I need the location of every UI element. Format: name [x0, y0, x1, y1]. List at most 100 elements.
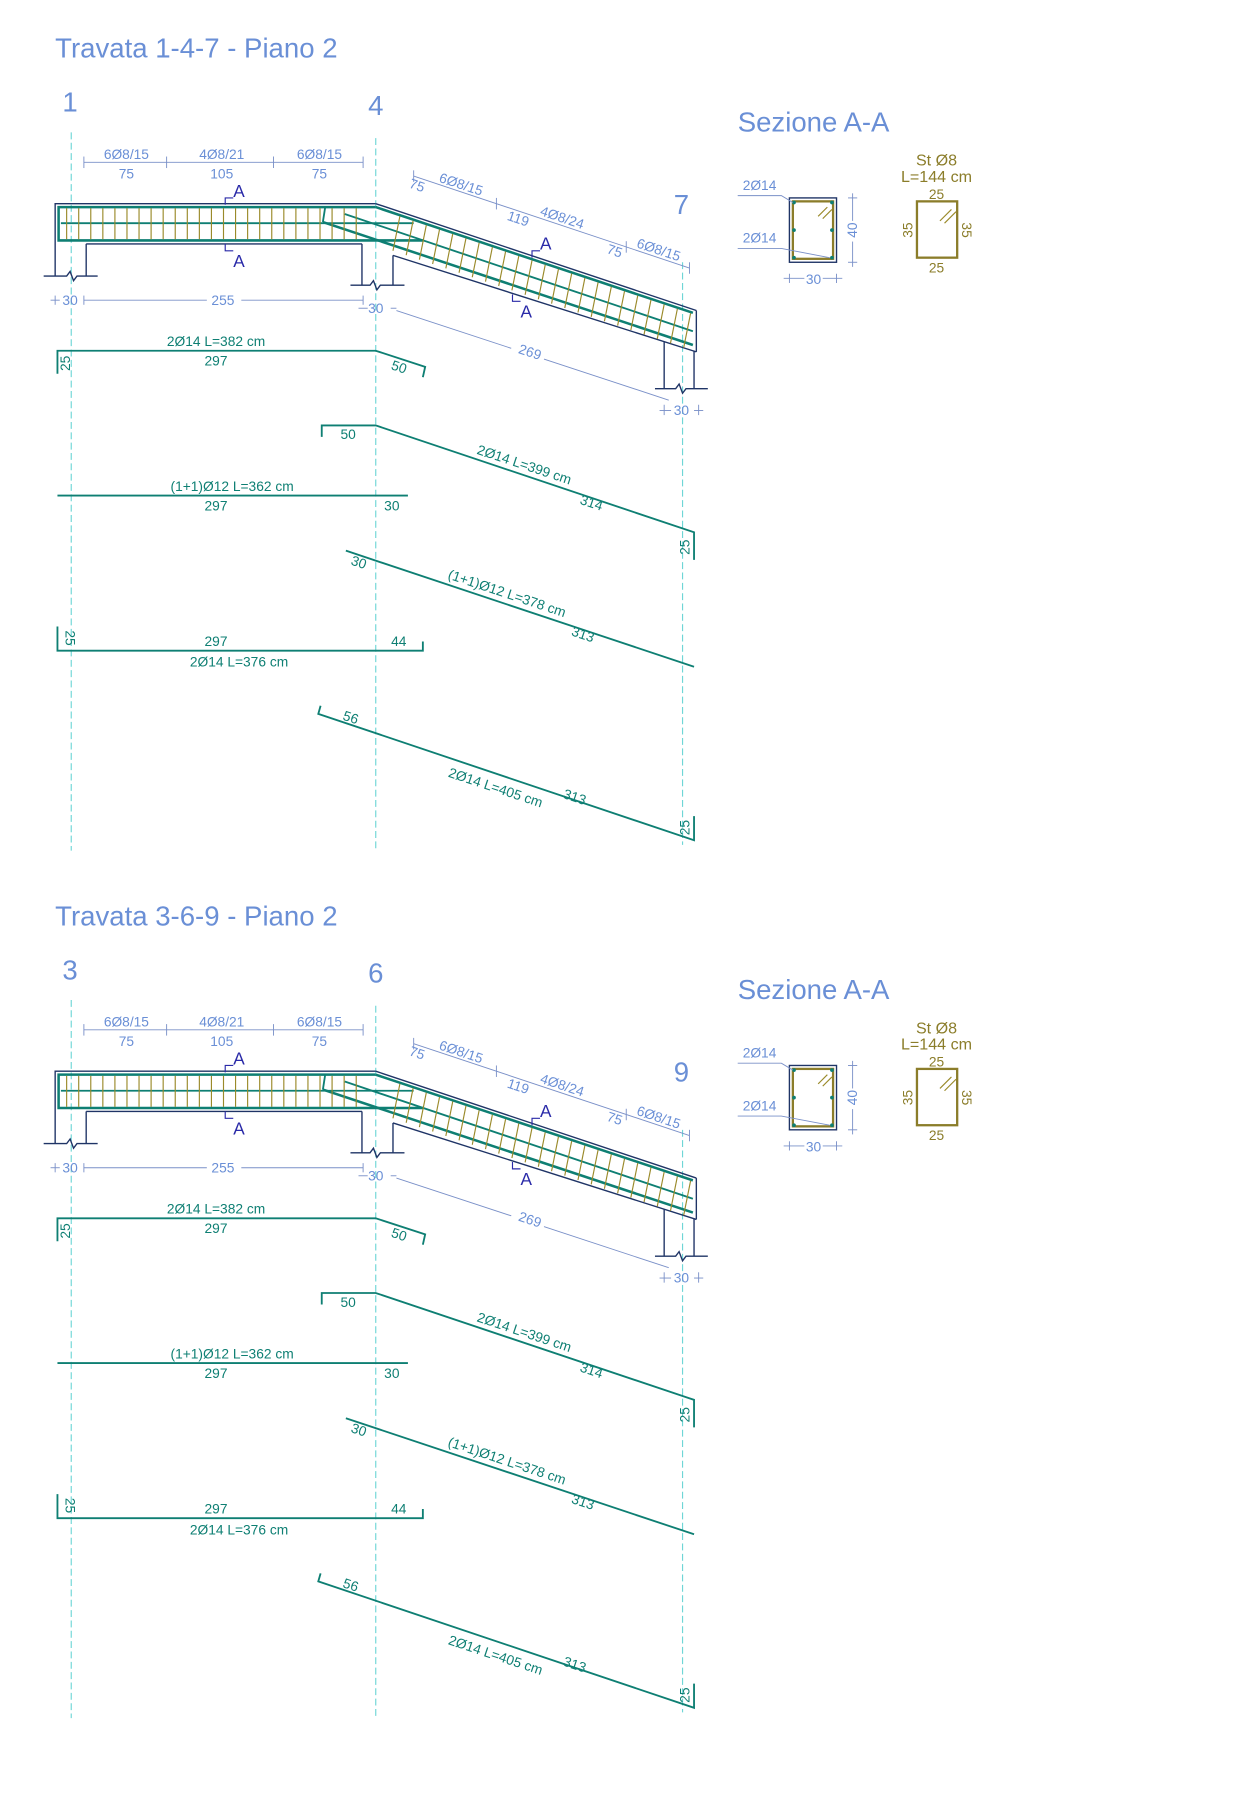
- stirrup: [445, 1101, 454, 1137]
- stirrup-spec: 6Ø8/15: [297, 147, 342, 162]
- stirrup: [669, 308, 678, 344]
- stirrup-spec: 6Ø8/15: [104, 147, 149, 162]
- stirrup-right-dim: 35: [959, 1090, 974, 1106]
- stirrup: [564, 1141, 573, 1176]
- section-cut-mark: [511, 1161, 521, 1170]
- bar-label: 2Ø14 L=399 cm: [475, 1310, 573, 1355]
- stirrup-hook: [939, 209, 952, 222]
- grid-label-b: 6: [368, 958, 383, 989]
- bar-hook-length: 25: [62, 630, 77, 646]
- section-cut-label: A: [233, 1118, 245, 1138]
- stirrup-spec: 6Ø8/15: [437, 170, 485, 199]
- stirrup-length: 75: [407, 1044, 427, 1063]
- dim-gap: [845, 220, 860, 242]
- bar-label: (1+1)Ø12 L=362 cm: [171, 479, 294, 494]
- bar-bot-slope: [317, 1573, 695, 1710]
- rebar-dot: [830, 1068, 834, 1072]
- stirrup-spec: 6Ø8/15: [297, 1014, 342, 1029]
- stirrup: [432, 229, 441, 265]
- column-dim: 30: [368, 301, 384, 316]
- dim-gap: [206, 1159, 242, 1174]
- stirrup: [577, 1145, 586, 1181]
- stirrup: [511, 1123, 520, 1159]
- section-cut-label: A: [233, 1048, 245, 1068]
- bar-head-length: 30: [349, 553, 369, 572]
- bar-length: 297: [205, 1502, 228, 1517]
- stirrup-spec: 6Ø8/15: [437, 1038, 485, 1067]
- stirrup: [603, 286, 612, 322]
- stirrup: [683, 1180, 692, 1216]
- stirrup: [656, 304, 665, 339]
- column-7-break: [654, 1250, 708, 1263]
- section-height: 40: [845, 1090, 860, 1106]
- stirrup-hook: [817, 1074, 828, 1085]
- stirrup: [643, 1167, 652, 1203]
- stirrup-length: 75: [605, 1109, 625, 1128]
- bar-mid-slope: [345, 1417, 695, 1536]
- leader-line: [737, 1062, 794, 1071]
- stirrup-length: 119: [505, 1076, 531, 1097]
- stirrup-length: 75: [119, 166, 135, 181]
- flat-bar-outline: [57, 1073, 423, 1110]
- section-cut-mark: [511, 294, 521, 302]
- stirrup-right-dim: 35: [959, 222, 974, 238]
- bar-length: 297: [205, 354, 228, 369]
- column-4-break: [350, 1146, 405, 1159]
- bar-label: 2Ø14 L=405 cm: [446, 1633, 544, 1678]
- bar-label: 2Ø14 L=405 cm: [446, 765, 544, 810]
- rebar-dot: [830, 255, 834, 260]
- bar-hook-length: 25: [677, 539, 692, 555]
- rebar-dot: [792, 228, 796, 232]
- stirrup: [392, 216, 401, 251]
- rebar-dot: [792, 1123, 796, 1128]
- section-bottom-bars: 2Ø14: [743, 1098, 777, 1113]
- slope-outline-top: [375, 203, 697, 312]
- section-title: Sezione A-A: [738, 974, 890, 1005]
- rebar-dot: [830, 1095, 834, 1100]
- column-1-break: [43, 270, 98, 283]
- stirrup: [484, 1114, 493, 1150]
- bar-bot-flat: [56, 1494, 424, 1520]
- stirrup-length: 119: [505, 208, 531, 229]
- section-top-bars: 2Ø14: [743, 1045, 777, 1060]
- leader-line: [737, 248, 830, 259]
- stirrup: [498, 1118, 507, 1154]
- slope-bar-bottom: [322, 220, 694, 347]
- beam-outline-top: [54, 1070, 376, 1144]
- stirrup: [537, 264, 546, 300]
- section-cut-label: A: [233, 251, 245, 271]
- bar-tail-length: 30: [384, 498, 400, 513]
- stirrup-spec: 4Ø8/21: [199, 147, 244, 162]
- slope-outline-bottom: [392, 1122, 697, 1221]
- bar-length: 297: [205, 498, 228, 513]
- rebar-dot: [792, 1068, 796, 1072]
- stirrup: [392, 1083, 401, 1119]
- bar-hook-length: 25: [62, 1498, 77, 1514]
- bar-hook: [321, 1074, 327, 1090]
- bar-hook: [321, 206, 327, 223]
- bar-length: 313: [570, 1491, 597, 1513]
- stirrup-length: 75: [119, 1034, 135, 1049]
- bar-label: 2Ø14 L=399 cm: [475, 442, 573, 487]
- grid-label-b: 4: [368, 90, 383, 121]
- section-outline: [788, 197, 838, 263]
- rebar-dot: [830, 200, 834, 205]
- stirrup-length-total: L=144 cm: [901, 168, 972, 186]
- bar-head-length: 56: [341, 708, 361, 727]
- stirrup-length: 75: [312, 1034, 328, 1049]
- stirrup: [603, 1154, 612, 1189]
- section-cut-label: A: [540, 234, 552, 254]
- span-dim: 255: [211, 293, 234, 308]
- bar-length: 314: [578, 1360, 605, 1382]
- stirrup: [590, 282, 599, 317]
- column-dim: 30: [62, 1160, 78, 1175]
- stirrup: [550, 269, 560, 304]
- bar-label: (1+1)Ø12 L=378 cm: [446, 1435, 568, 1488]
- stirrup-bottom-dim: 25: [929, 261, 945, 276]
- bar-length: 297: [205, 1366, 228, 1381]
- bar-label: (1+1)Ø12 L=378 cm: [446, 567, 568, 620]
- bar-mid-slope: [345, 549, 695, 668]
- stirrup: [471, 1110, 480, 1145]
